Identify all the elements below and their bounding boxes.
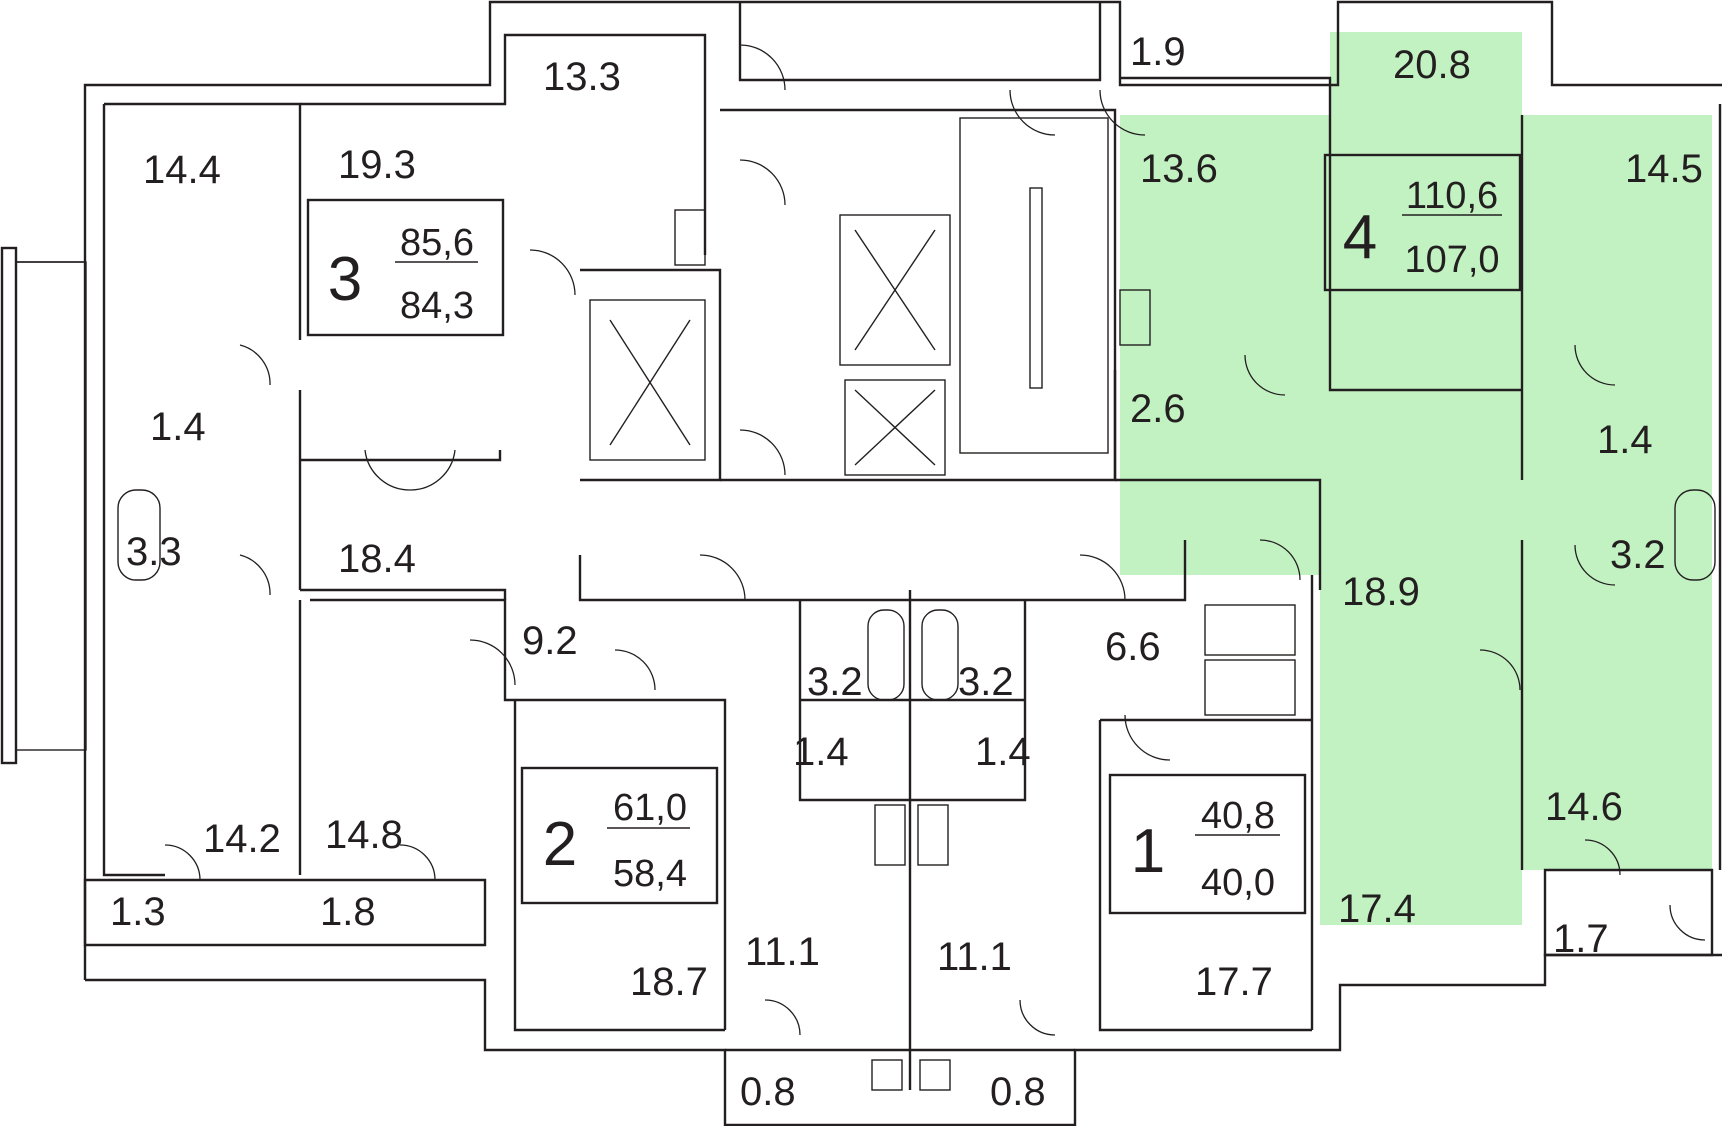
room-area: 3.2 bbox=[958, 660, 1014, 704]
room-area: 1.4 bbox=[793, 730, 849, 774]
room-area: 1.9 bbox=[1130, 30, 1186, 74]
room-area: 11.1 bbox=[937, 935, 1012, 979]
apartment-4-living-area: 107,0 bbox=[1404, 239, 1499, 281]
apartment-3-number: 3 bbox=[328, 245, 362, 314]
apartment-4-label: 4 110,6 107,0 bbox=[1323, 153, 1522, 292]
apartment-2-number: 2 bbox=[543, 810, 577, 879]
plumbing-fixtures bbox=[117, 209, 1716, 1091]
room-area: 14.4 bbox=[143, 148, 221, 192]
apartment-2-label: 2 61,0 58,4 bbox=[520, 766, 719, 905]
room-area: 20.8 bbox=[1393, 43, 1471, 87]
room-area: 19.3 bbox=[338, 143, 416, 187]
room-area: 1.4 bbox=[975, 730, 1031, 774]
stairwell bbox=[589, 117, 1109, 476]
room-area: 14.2 bbox=[203, 817, 281, 861]
apartment-1-living-area: 40,0 bbox=[1201, 862, 1275, 904]
room-area: 14.6 bbox=[1545, 785, 1623, 829]
room-area: 13.6 bbox=[1140, 147, 1218, 191]
apartment-2-living-area: 58,4 bbox=[613, 853, 687, 895]
apartment-1-number: 1 bbox=[1131, 817, 1165, 886]
apartment-2-total-area: 61,0 bbox=[613, 787, 687, 829]
doors bbox=[164, 44, 1706, 1036]
room-area: 3.3 bbox=[126, 530, 182, 574]
apartment-4-number: 4 bbox=[1343, 203, 1377, 272]
apartment-1-label: 1 40,8 40,0 bbox=[1108, 773, 1307, 915]
room-area: 14.5 bbox=[1625, 147, 1703, 191]
room-area: 1.8 bbox=[320, 890, 376, 934]
apartment-1-total-area: 40,8 bbox=[1201, 795, 1275, 837]
apartment-3-label: 3 85,6 84,3 bbox=[306, 198, 505, 337]
apartment-4-total-area: 110,6 bbox=[1406, 175, 1498, 217]
room-labels: 13.3 1.9 20.8 14.4 19.3 13.6 14.5 1.4 2.… bbox=[110, 30, 1703, 1114]
apartment-3-living-area: 84,3 bbox=[400, 285, 474, 327]
room-area: 3.2 bbox=[807, 660, 863, 704]
room-area: 18.9 bbox=[1342, 570, 1420, 614]
room-area: 0.8 bbox=[990, 1070, 1046, 1114]
room-area: 13.3 bbox=[543, 55, 621, 99]
room-area: 6.6 bbox=[1105, 625, 1161, 669]
room-area: 9.2 bbox=[522, 619, 578, 663]
room-area: 14.8 bbox=[325, 813, 403, 857]
apartment-4-highlight bbox=[1120, 32, 1712, 925]
room-area: 1.7 bbox=[1553, 917, 1609, 961]
room-area: 18.7 bbox=[630, 960, 708, 1004]
room-area: 1.4 bbox=[150, 405, 206, 449]
apartment-3-total-area: 85,6 bbox=[400, 222, 474, 264]
room-area: 17.4 bbox=[1338, 887, 1416, 931]
room-area: 1.4 bbox=[1597, 418, 1653, 462]
room-area: 1.3 bbox=[110, 890, 166, 934]
room-area: 3.2 bbox=[1610, 533, 1666, 577]
room-area: 0.8 bbox=[740, 1070, 796, 1114]
room-area: 11.1 bbox=[745, 930, 820, 974]
room-area: 2.6 bbox=[1130, 387, 1186, 431]
room-area: 17.7 bbox=[1195, 960, 1273, 1004]
room-area: 18.4 bbox=[338, 537, 416, 581]
